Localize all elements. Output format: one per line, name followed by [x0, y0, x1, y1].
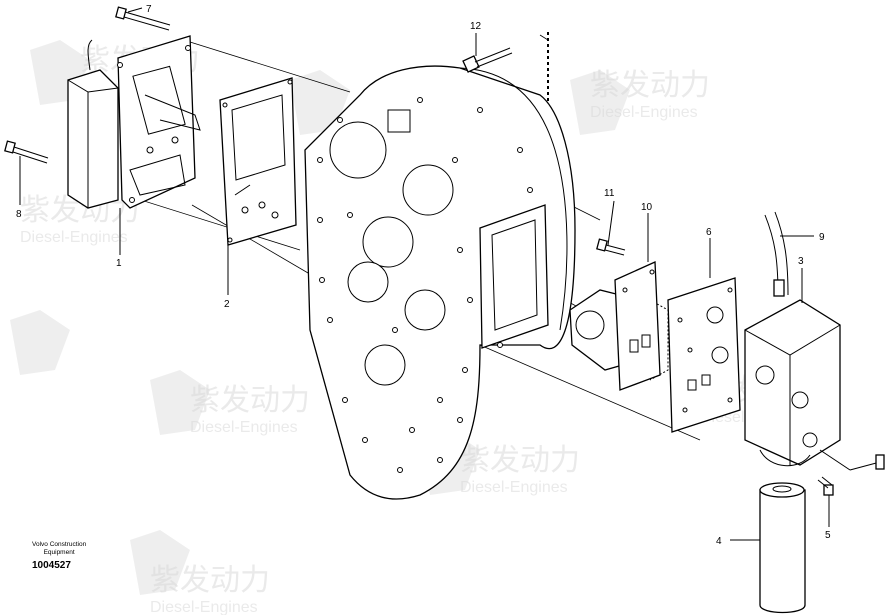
callout-7: 7 — [146, 4, 152, 15]
part-9-hose — [764, 211, 789, 297]
callout-9: 9 — [819, 232, 825, 243]
watermark-logo — [150, 370, 210, 435]
watermark-brand: 紫发动力 — [190, 384, 310, 417]
main-housing — [304, 65, 576, 500]
watermark-logo — [10, 310, 70, 375]
watermark-sub: Diesel-Engines — [190, 419, 298, 436]
watermark-logo — [130, 530, 190, 595]
watermark-logo — [290, 70, 350, 135]
caption-division: Equipment — [43, 549, 75, 556]
part-11-bolt — [596, 238, 626, 256]
housing-bolt-holes — [317, 97, 533, 473]
callout-6: 6 — [706, 227, 712, 238]
part-8-bolt — [4, 140, 49, 164]
callout-leaders — [19, 7, 830, 541]
callout-2: 2 — [224, 299, 230, 310]
part-1-control-valve-block — [67, 35, 201, 209]
caption-company: Volvo Construction — [32, 541, 87, 548]
callout-12: 12 — [470, 21, 482, 32]
part-2-gasket — [219, 77, 297, 246]
callout-labels: 1 2 3 4 5 6 7 8 9 10 11 12 — [16, 4, 831, 547]
watermark-sub: Diesel-Engines — [590, 104, 698, 121]
callout-1: 1 — [116, 258, 122, 269]
callout-3: 3 — [798, 256, 804, 267]
callout-5: 5 — [825, 530, 831, 541]
part-3-filter-head — [744, 299, 885, 471]
figure-number: 1004527 — [32, 560, 71, 571]
figure-caption: Volvo Construction Equipment 1004527 — [32, 541, 86, 571]
part-4-oil-filter — [759, 482, 806, 614]
watermark-brand: 紫发动力 — [590, 69, 710, 102]
watermark-sub: Diesel-Engines — [460, 479, 568, 496]
part-5-bolt — [817, 476, 834, 496]
part-6-gasket — [667, 277, 741, 433]
watermark-logo — [570, 70, 630, 135]
part-7-bolt — [115, 6, 171, 31]
callout-11: 11 — [604, 188, 615, 199]
callout-4: 4 — [716, 536, 722, 547]
watermark-brand: 紫发动力 — [460, 444, 580, 477]
part-12-bolt — [462, 47, 513, 73]
part-10-cover-plate — [614, 261, 661, 391]
watermark-sub: Diesel-Engines — [150, 599, 258, 615]
callout-10: 10 — [641, 202, 653, 213]
watermark-sub: Diesel-Engines — [20, 229, 128, 246]
callout-8: 8 — [16, 209, 22, 220]
watermark-brand: 紫发动力 — [150, 564, 270, 597]
